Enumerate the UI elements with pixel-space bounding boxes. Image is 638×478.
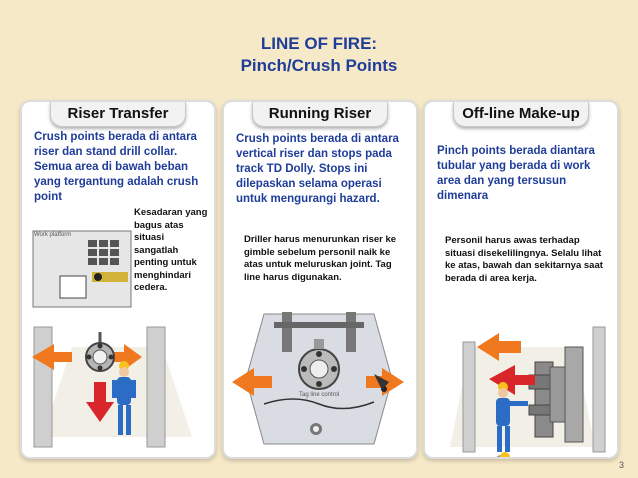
work-platform-diagram [32, 230, 132, 308]
card-offline-makeup: Off-line Make-up Pinch points berada dia… [423, 100, 619, 459]
work-platform-label: Work platform [34, 232, 72, 238]
card-running-riser: Running Riser Crush points berada di ant… [222, 100, 418, 459]
card-main-text: Crush points berada di antara riser dan … [34, 131, 199, 203]
tag-line-label: Tag line control [299, 392, 340, 398]
card-note: Kesadaran yang bagus atas situasi sangat… [134, 207, 208, 293]
slide-subtitle: Pinch/Crush Points [240, 56, 398, 75]
card-note: Personil harus awas terhadap situasi dis… [445, 235, 603, 284]
offline-makeup-illustration [450, 326, 606, 457]
page-number: 3 [618, 460, 624, 470]
card-main-text: Pinch points berada diantara tubular yan… [437, 145, 595, 202]
card-note: Driller harus menurunkan riser ke gimble… [244, 234, 397, 283]
running-riser-illustration [232, 312, 404, 445]
card-main-text: Crush points berada di antara vertical r… [236, 133, 399, 205]
card-header: Off-line Make-up [453, 102, 589, 127]
slide-title: LINE OF FIRE: [260, 34, 378, 53]
riser-transfer-illustration [32, 326, 192, 448]
card-riser-transfer: Riser Transfer Crush points berada di an… [20, 100, 216, 459]
card-header: Running Riser [252, 102, 388, 127]
card-header: Riser Transfer [50, 102, 186, 127]
